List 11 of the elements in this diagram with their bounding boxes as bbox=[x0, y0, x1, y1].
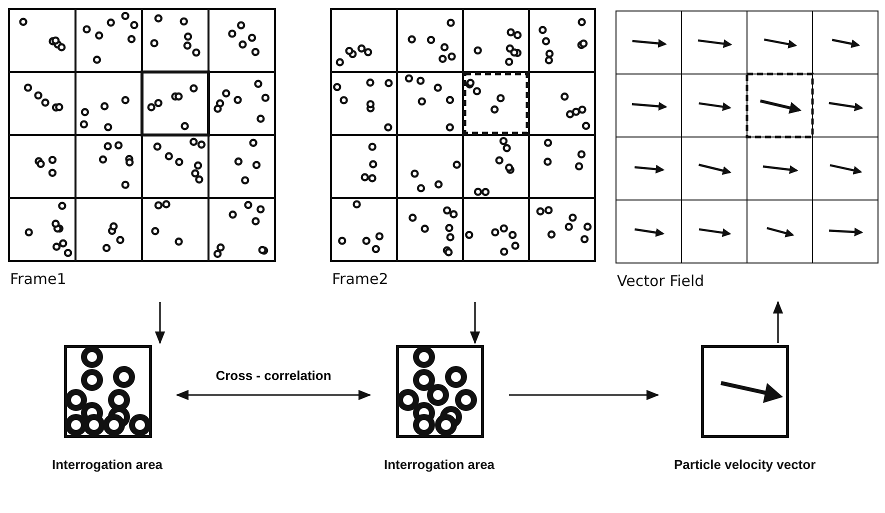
arrow bbox=[176, 390, 372, 400]
node-label: Interrogation area bbox=[384, 457, 495, 472]
arrow bbox=[470, 302, 480, 344]
node-label: Interrogation area bbox=[52, 457, 163, 472]
node-label: Vector Field bbox=[617, 272, 704, 290]
node-label: Particle velocity vector bbox=[674, 457, 816, 472]
arrow bbox=[509, 390, 660, 400]
node-label: Frame1 bbox=[10, 270, 66, 288]
arrow bbox=[154, 302, 166, 344]
arrow bbox=[772, 300, 784, 343]
node-label: Frame2 bbox=[332, 270, 388, 288]
